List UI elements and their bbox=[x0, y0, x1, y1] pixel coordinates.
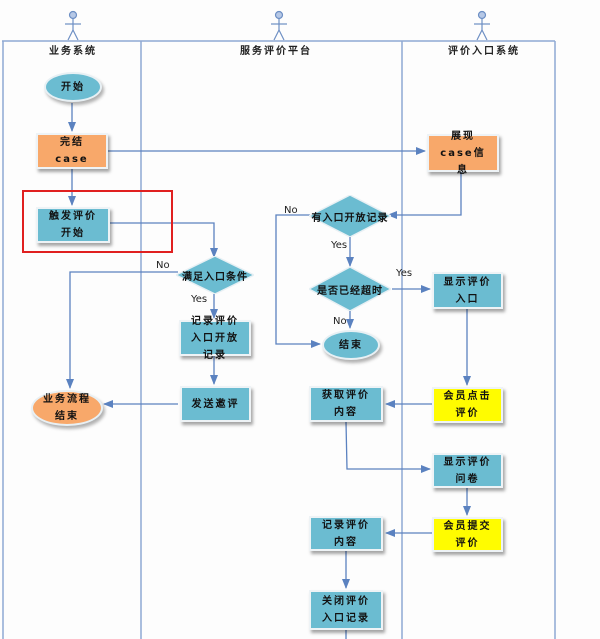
edge-meet-no-to-biz-end bbox=[66, 271, 178, 389]
edge-label-expired-no: No bbox=[333, 316, 347, 327]
edge-label-meet-no: No bbox=[156, 260, 170, 271]
decision-label: 是否已经超时 bbox=[317, 285, 383, 297]
node-member-click[interactable]: 会员点击评价 bbox=[432, 387, 503, 423]
node-start[interactable]: 开始 bbox=[44, 72, 102, 102]
lane-title-service: 服务评价平台 bbox=[240, 46, 312, 57]
highlight-box bbox=[22, 190, 173, 253]
decision-label: 有入口开放记录 bbox=[311, 212, 389, 224]
edge-label-meet-yes: Yes bbox=[191, 294, 208, 305]
edge-label-has-no: No bbox=[284, 205, 298, 216]
connectors bbox=[66, 103, 471, 639]
lane-title-business: 业务系统 bbox=[49, 46, 97, 57]
edge-show-case-to-has-entry bbox=[387, 172, 462, 219]
node-fetch-content[interactable]: 获取评价内容 bbox=[309, 386, 383, 422]
node-record-entry[interactable]: 记录评价入口开放记录 bbox=[179, 316, 251, 361]
node-show-survey[interactable]: 显示评价问卷 bbox=[432, 453, 503, 488]
edge-label-has-yes: Yes bbox=[331, 240, 348, 251]
actor-icon bbox=[271, 10, 287, 41]
edge-has-entry-no-to-end bbox=[275, 214, 321, 348]
node-has-entry[interactable]: 有入口开放记录 bbox=[309, 195, 391, 237]
node-biz-end[interactable]: 业务流程结束 bbox=[31, 390, 103, 426]
node-show-case[interactable]: 展现case信息 bbox=[427, 131, 499, 176]
decision-diamond bbox=[309, 195, 391, 237]
edge-trigger-to-meet bbox=[110, 222, 218, 258]
edge-label-expired-yes: Yes bbox=[396, 268, 413, 279]
actor-icon bbox=[65, 10, 81, 41]
node-record-content[interactable]: 记录评价内容 bbox=[309, 516, 383, 551]
decision-label: 满足入口条件 bbox=[182, 271, 248, 283]
node-show-entry[interactable]: 显示评价入口 bbox=[432, 272, 503, 309]
node-meet-condition[interactable]: 满足入口条件 bbox=[176, 256, 254, 294]
node-close-case[interactable]: 完结case bbox=[36, 133, 108, 169]
node-end[interactable]: 结束 bbox=[322, 330, 380, 360]
node-expired[interactable]: 是否已经超时 bbox=[309, 267, 391, 311]
actor-icon bbox=[474, 10, 490, 41]
edge-fetch-to-show-survey bbox=[345, 421, 431, 473]
node-close-entry[interactable]: 关闭评价入口记录 bbox=[309, 590, 383, 630]
node-member-submit[interactable]: 会员提交评价 bbox=[432, 517, 503, 552]
node-send-invite[interactable]: 发送邀评 bbox=[180, 386, 251, 422]
swimlane-frame bbox=[2, 40, 556, 639]
lane-title-entry: 评价入口系统 bbox=[448, 46, 520, 57]
decision-diamond bbox=[176, 256, 254, 294]
decision-diamond bbox=[309, 267, 391, 311]
node-trigger-eval[interactable]: 触发评价开始 bbox=[36, 207, 110, 243]
